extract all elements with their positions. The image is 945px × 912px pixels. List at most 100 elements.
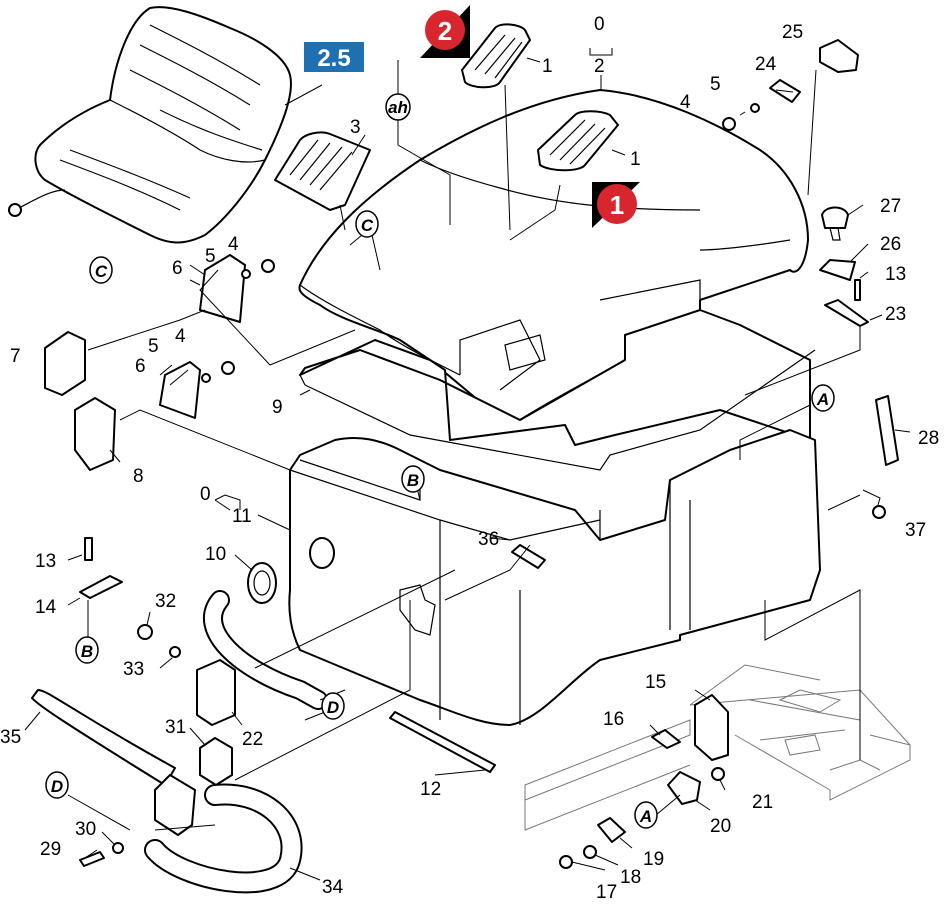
label-10: 10: [205, 544, 226, 565]
label-37: 37: [905, 520, 926, 541]
label-24: 24: [755, 54, 777, 75]
ref-c-seat: C: [89, 256, 113, 284]
label-27: 27: [880, 196, 901, 217]
label-32: 32: [155, 591, 176, 612]
label-20: 20: [710, 816, 731, 837]
ref-d-hose: D: [321, 692, 345, 720]
label-15: 15: [645, 672, 666, 693]
label-3: 3: [350, 117, 361, 138]
chassis-frame: [524, 664, 911, 831]
seat: [8, 6, 292, 244]
grip-28: [875, 395, 899, 466]
reference-markers: ah C C B B A A D: [45, 93, 835, 829]
label-18: 18: [620, 867, 641, 888]
label-5-upper: 5: [710, 74, 721, 95]
label-36: 36: [478, 529, 499, 550]
label-25: 25: [782, 22, 803, 43]
bracket-25: [819, 39, 859, 73]
label-2: 2: [594, 56, 605, 77]
label-0-lower: 0: [200, 484, 211, 505]
label-19: 19: [643, 849, 664, 870]
svg-text:A: A: [816, 390, 829, 409]
label-21: 21: [752, 792, 773, 813]
part-labels: 0 2 1 1 3 25 24 5 4 27 26 13 23 28 37 5 …: [0, 14, 939, 903]
label-33: 33: [123, 659, 144, 680]
label-4-lower: 4: [175, 326, 186, 347]
label-14: 14: [35, 597, 57, 618]
ref-a-right: A: [811, 384, 835, 412]
tube-35: [31, 689, 196, 836]
svg-text:B: B: [81, 642, 93, 661]
plate-22: [196, 659, 236, 726]
svg-text:B: B: [407, 471, 419, 490]
bracket-6-lower: [159, 361, 201, 419]
foot-pad-right: [537, 110, 619, 172]
red-badge-2: 2: [420, 5, 470, 58]
lower-housing: [288, 429, 821, 726]
svg-text:D: D: [51, 777, 63, 796]
leader-lines: [24, 48, 911, 881]
svg-text:2.5: 2.5: [317, 45, 350, 72]
label-35: 35: [0, 727, 21, 748]
svg-text:1: 1: [610, 190, 624, 220]
part-31: [199, 737, 233, 786]
label-6-upper: 6: [172, 258, 183, 279]
cover-7: [44, 331, 86, 396]
label-6-lower: 6: [135, 356, 146, 377]
ring-10: [247, 562, 277, 604]
strip-12: [389, 711, 496, 773]
bracket-19: [597, 817, 626, 843]
cover-8: [74, 397, 116, 471]
top-cover: [298, 89, 809, 421]
svg-text:C: C: [361, 216, 374, 235]
ref-ah: ah: [385, 93, 411, 121]
label-1-right: 1: [630, 149, 641, 170]
bracket-14: [79, 575, 123, 599]
bracket-15: [694, 694, 729, 761]
svg-text:C: C: [95, 262, 108, 281]
seal-ring: [299, 309, 816, 471]
blue-badge: 2.5: [304, 42, 364, 72]
label-11: 11: [232, 506, 252, 527]
label-4-mid: 4: [228, 234, 239, 255]
label-26: 26: [880, 234, 901, 255]
label-0-top: 0: [594, 14, 605, 35]
label-7: 7: [10, 346, 21, 367]
foot-pad-upper: [461, 23, 531, 89]
label-12: 12: [420, 779, 441, 800]
ref-d-left: D: [45, 771, 69, 799]
plate-36: [511, 544, 546, 569]
label-30: 30: [75, 819, 96, 840]
label-13-left: 13: [35, 551, 56, 572]
bracket-20: [667, 771, 701, 805]
label-5-mid: 5: [205, 246, 216, 267]
clip-16: [651, 729, 681, 749]
label-5-lower: 5: [148, 336, 159, 357]
label-29: 29: [40, 839, 61, 860]
red-badge-1: 1: [592, 182, 640, 228]
bracket-6-upper: [199, 254, 246, 323]
fasteners: [79, 103, 886, 869]
label-31: 31: [165, 717, 186, 738]
ref-c-cover: C: [355, 210, 379, 238]
hose-34: [144, 590, 328, 894]
label-8: 8: [133, 466, 144, 487]
label-23: 23: [885, 304, 906, 325]
label-34: 34: [322, 877, 344, 898]
foot-pad-3: [274, 131, 371, 211]
label-16: 16: [603, 709, 624, 730]
ref-b-housing: B: [401, 465, 425, 493]
label-28: 28: [918, 428, 939, 449]
label-17: 17: [596, 882, 617, 903]
svg-text:2: 2: [438, 16, 452, 46]
svg-text:A: A: [639, 807, 652, 826]
label-13-right: 13: [885, 264, 906, 285]
strike-23: [824, 299, 869, 327]
svg-text:D: D: [327, 698, 339, 717]
label-9: 9: [272, 397, 283, 418]
svg-text:ah: ah: [388, 98, 408, 117]
knob-27: [821, 206, 849, 241]
label-22: 22: [242, 729, 263, 750]
